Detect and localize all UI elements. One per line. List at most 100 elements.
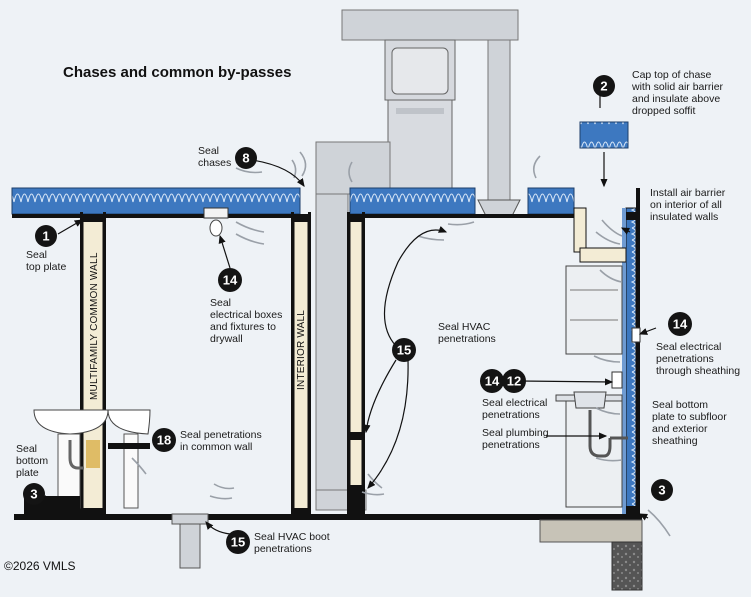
interior-wall-drywall-left [291, 212, 294, 517]
chase-wall-drywall-right [362, 212, 365, 517]
return-duct-top [315, 141, 391, 195]
copyright-notice: ©2026 VMLS [4, 559, 76, 573]
chase-wall [347, 212, 365, 517]
svg-text:3: 3 [30, 487, 37, 502]
svg-text:14: 14 [673, 317, 688, 332]
supply-plenum [341, 9, 519, 41]
foundation-ledge [539, 519, 643, 543]
callout-seal-chases: Seal chases [198, 145, 231, 169]
badge-3-right: 3 [651, 479, 673, 501]
common-wall-pipe-penetration [86, 440, 100, 468]
callout-labels: Seal top plate Cap top of chase with sol… [16, 69, 740, 555]
svg-text:2: 2 [600, 79, 607, 94]
common-wall-drywall-left [80, 212, 83, 517]
ceiling-left [12, 214, 300, 218]
attic-insulation [11, 121, 629, 218]
insulation-right [527, 187, 575, 215]
badge-14-fixture: 14 [218, 268, 242, 292]
exterior-wall [573, 188, 641, 515]
furnace-body [387, 99, 453, 196]
chase-wall-cavity [349, 217, 363, 515]
furnace-cabinet [391, 47, 449, 95]
badge-14-sheathing: 14 [668, 312, 692, 336]
floor-system [14, 496, 643, 591]
exterior-wall-bottom-plate [626, 506, 636, 514]
svg-text:1: 1 [42, 229, 49, 244]
interior-wall-bottom-plate [294, 508, 308, 516]
callout-seal-top-plate: Seal top plate [26, 249, 66, 273]
callout-seal-bottom-plate-left: Seal bottom plate [16, 443, 51, 479]
upper-cabinet [565, 265, 623, 355]
svg-text:15: 15 [397, 343, 411, 358]
callout-seal-sheathing-electrical: Seal electrical penetrations through she… [656, 341, 740, 377]
subfloor [14, 514, 642, 520]
air-flow-arrows [131, 151, 671, 537]
callout-seal-bottom-plate-right: Seal bottom plate to subfloor and exteri… [652, 399, 730, 447]
common-wall-label: MULTIFAMILY COMMON WALL [89, 252, 100, 400]
svg-text:12: 12 [507, 374, 521, 389]
svg-text:14: 14 [485, 374, 500, 389]
interior-wall-label: INTERIOR WALL [296, 310, 307, 390]
ceiling-register [477, 199, 521, 217]
insulation-left [11, 187, 301, 215]
exterior-wall-insulation [625, 207, 637, 515]
callout-badges: 1 2 3 3 8 14 14 14 [23, 75, 692, 554]
multifamily-common-wall: MULTIFAMILY COMMON WALL [80, 212, 106, 517]
badge-1: 1 [35, 225, 57, 247]
svg-text:14: 14 [223, 273, 238, 288]
hvac-boot-duct [179, 523, 201, 569]
foundation-wall [611, 541, 643, 591]
electrical-box [203, 207, 229, 219]
base-cabinet [555, 371, 628, 508]
svg-text:18: 18 [157, 433, 171, 448]
insulation-center [349, 187, 476, 215]
light-bulb [209, 219, 223, 237]
soffit-bottom [579, 247, 627, 263]
badge-8: 8 [235, 147, 257, 169]
interior-air-barrier [622, 208, 626, 514]
callout-seal-common-wall: Seal penetrations in common wall [180, 429, 265, 453]
callout-seal-electrical-boxes: Seal electrical boxes and fixtures to dr… [210, 297, 285, 345]
interior-wall: INTERIOR WALL [291, 212, 311, 517]
hvac-boot [171, 513, 209, 525]
svg-text:3: 3 [658, 483, 665, 498]
callout-cap-chase: Cap top of chase with solid air barrier … [631, 69, 726, 117]
upper-cabinet-box [565, 265, 623, 355]
callout-seal-hvac: Seal HVAC penetrations [438, 321, 496, 345]
callout-seal-plumbing: Seal plumbing penetrations [482, 427, 551, 451]
callout-seal-electrical-penetrations: Seal electrical penetrations [482, 397, 550, 421]
sink-basin-right [107, 409, 151, 435]
badge-18: 18 [152, 428, 176, 452]
chase-wall-top-plate [350, 214, 362, 222]
interior-wall-top-plate [294, 214, 308, 222]
badge-3-left: 3 [23, 483, 45, 505]
svg-text:15: 15 [231, 535, 245, 550]
soffit-insulation [579, 121, 629, 149]
chase-wall-mid-block [350, 432, 362, 440]
exterior-wall-top-plate [626, 212, 636, 220]
interior-wall-drywall-right [308, 212, 311, 517]
badge-15-boot: 15 [226, 530, 250, 554]
badge-12-electrical: 12 [502, 369, 526, 393]
return-duct-vertical [315, 193, 349, 491]
svg-text:8: 8 [242, 151, 249, 166]
ceiling-center [350, 214, 528, 218]
diagram-title: Chases and common by-passes [63, 64, 291, 81]
common-wall-bottom-plate [83, 508, 103, 516]
sink-pedestal-right [123, 433, 139, 509]
ceiling-light-fixture [203, 207, 229, 237]
kitchen-sink [573, 391, 607, 409]
furnace-vent [396, 108, 444, 114]
chase-wall-bottom-plate [350, 485, 362, 515]
interior-electrical-box [611, 371, 623, 389]
chase-wall-drywall-left [347, 212, 350, 517]
leader-lines [29, 88, 657, 535]
exterior-sheathing [636, 188, 640, 514]
ceiling-right [528, 214, 574, 218]
common-wall-drywall-right [103, 212, 106, 517]
supply-duct [487, 39, 511, 201]
common-wall-top-plate [83, 214, 103, 222]
callout-seal-hvac-boot: Seal HVAC boot penetrations [254, 531, 333, 555]
hvac-system [315, 9, 521, 511]
